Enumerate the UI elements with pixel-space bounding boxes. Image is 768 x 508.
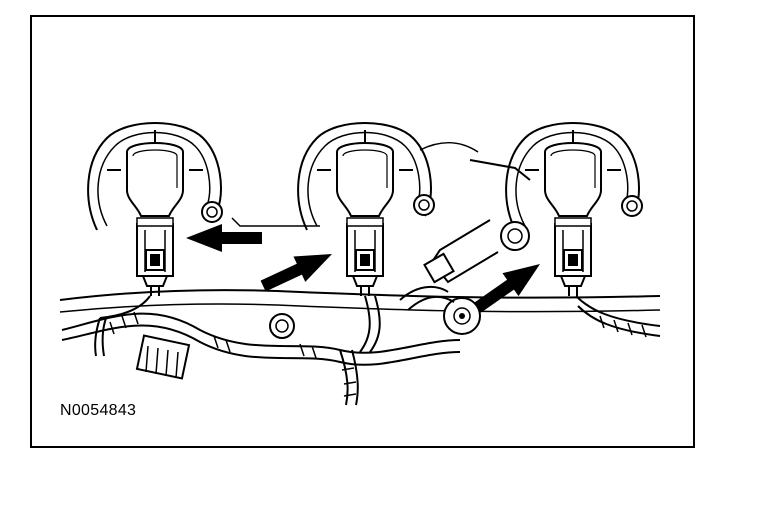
bolt-2	[413, 194, 435, 216]
sensor-connector	[423, 219, 530, 284]
manifold-outline	[469, 159, 531, 181]
bolt-3	[621, 195, 643, 217]
harness-clip	[135, 334, 191, 380]
wiring-harness	[61, 286, 661, 406]
arrow-coil-1	[186, 224, 262, 252]
figure-id-label: N0054843	[60, 402, 137, 419]
harness-tape-marks	[109, 311, 647, 397]
ignition-coil-2	[297, 122, 432, 297]
ignition-coil-1	[87, 122, 222, 297]
bolt-4	[269, 313, 295, 339]
bolt-5	[443, 297, 481, 335]
bolt-1	[201, 201, 223, 223]
